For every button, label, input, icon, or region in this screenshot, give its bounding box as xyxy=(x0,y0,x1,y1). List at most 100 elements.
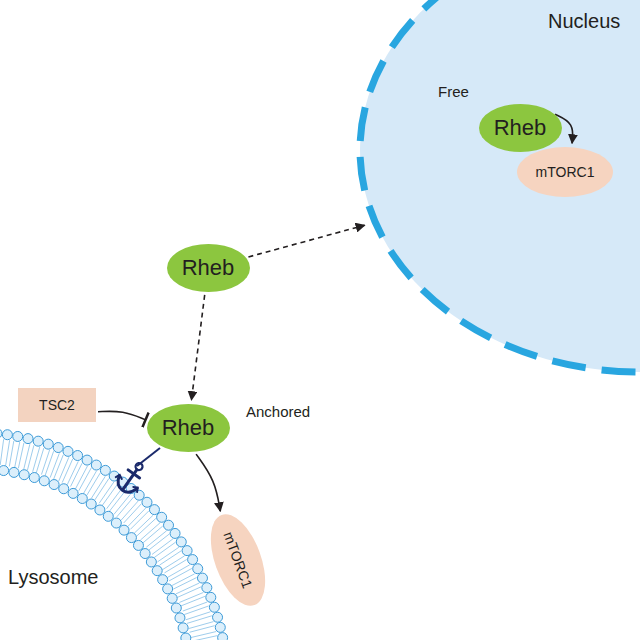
lipid-head xyxy=(218,633,228,640)
arrow-connector xyxy=(191,295,204,400)
lipid-head xyxy=(53,443,63,453)
lipid-tail xyxy=(54,455,64,479)
lipid-tail xyxy=(179,592,203,602)
lipid-tails xyxy=(0,439,9,466)
arrow-connector xyxy=(196,454,220,511)
lipid-head xyxy=(39,476,49,486)
lipid-head xyxy=(215,622,225,632)
lipid-head xyxy=(63,446,73,456)
lipid-tails xyxy=(124,504,146,527)
lipid-tails xyxy=(95,479,114,504)
lipid-head xyxy=(29,473,39,483)
state-label: Anchored xyxy=(246,403,310,420)
inhibition-connector xyxy=(98,411,146,420)
lipid-head xyxy=(82,455,92,465)
lipid-tails xyxy=(181,596,207,611)
lipid-head xyxy=(103,511,113,521)
lipid-head xyxy=(13,431,23,441)
lipid-head xyxy=(170,528,180,538)
lipid-tail xyxy=(6,440,10,466)
lipid-tails xyxy=(71,463,88,489)
lipid-tails xyxy=(87,473,106,498)
tsc2-box: TSC2 xyxy=(18,388,96,422)
anchor-fluke xyxy=(116,474,123,481)
lipid-tail xyxy=(177,587,201,598)
lipid-tails xyxy=(154,542,179,562)
lipid-tail xyxy=(0,439,3,465)
lipid-tail xyxy=(41,450,49,475)
lipid-tail xyxy=(164,559,186,572)
lipid-tail xyxy=(143,526,163,543)
lipid-tail xyxy=(160,551,182,565)
node-label: TSC2 xyxy=(39,397,75,413)
lipid-tail xyxy=(79,468,91,491)
nucleus-region: NucleusRhebmTORC1 xyxy=(355,0,640,380)
arrow-connector xyxy=(248,225,364,257)
lipid-tail xyxy=(59,457,69,481)
lysosome-membrane xyxy=(0,428,233,640)
lipid-tails xyxy=(45,451,59,477)
lipid-tails xyxy=(169,568,195,585)
lipid-tails xyxy=(117,497,138,520)
node-label: Rheb xyxy=(182,255,235,280)
lipid-head xyxy=(73,451,83,461)
lipid-tails xyxy=(173,578,199,594)
lipid-tail xyxy=(117,497,134,517)
lipid-head xyxy=(9,467,19,477)
lipid-head xyxy=(157,512,167,522)
lipid-tail xyxy=(102,484,117,505)
rheb-protein: Rheb xyxy=(147,404,230,452)
lipid-head xyxy=(133,540,143,550)
lipid-tail xyxy=(189,622,214,629)
lipid-head xyxy=(0,466,9,476)
lipid-tail xyxy=(173,578,196,590)
lipid-head xyxy=(140,549,150,559)
lipid-head xyxy=(149,505,159,515)
lipid-head xyxy=(68,488,78,498)
lipid-head xyxy=(188,555,198,565)
lipid-head xyxy=(197,573,207,583)
lipid-head xyxy=(119,525,129,535)
lipid-head xyxy=(126,533,136,543)
organelle-label: Lysosome xyxy=(8,566,98,589)
nuclear-envelope xyxy=(360,0,640,372)
lipid-tail xyxy=(130,511,148,529)
ellipse-fill xyxy=(479,104,562,152)
lipid-tail xyxy=(124,504,142,523)
lipid-tail xyxy=(95,479,109,501)
lipid-tail xyxy=(183,602,207,611)
lipid-tails xyxy=(192,636,219,640)
node-label: mTORC1 xyxy=(536,164,595,180)
lipid-tail xyxy=(50,453,59,477)
lipid-tails xyxy=(62,459,78,485)
state-label: Free xyxy=(438,83,469,100)
node-label: Rheb xyxy=(494,115,547,140)
lipid-head xyxy=(181,633,191,640)
lipid-tails xyxy=(18,443,29,470)
lipid-head xyxy=(0,428,2,438)
lipid-head xyxy=(171,603,181,613)
lipid-tail xyxy=(27,445,34,470)
lipid-head xyxy=(163,584,173,594)
lipid-head xyxy=(49,480,59,490)
lipid-head xyxy=(164,520,174,530)
ellipse-fill xyxy=(200,507,276,613)
anchor-symbol xyxy=(112,456,152,498)
lipid-head xyxy=(33,436,43,446)
lipid-tail xyxy=(190,626,215,633)
lipid-head xyxy=(95,505,105,515)
lipid-tail xyxy=(18,443,24,468)
lipid-tail xyxy=(186,612,211,620)
lipid-tail xyxy=(192,636,217,640)
lipid-head xyxy=(167,593,177,603)
lipid-head xyxy=(19,470,29,480)
lipid-head xyxy=(23,434,33,444)
rheb-protein: Rheb xyxy=(479,104,562,152)
lipid-head xyxy=(202,583,212,593)
lipid-head xyxy=(152,566,162,576)
lipid-head xyxy=(111,518,121,528)
lipid-tails xyxy=(149,534,173,554)
mtorc1-complex: mTORC1 xyxy=(517,147,613,197)
lipid-tails xyxy=(160,551,185,570)
